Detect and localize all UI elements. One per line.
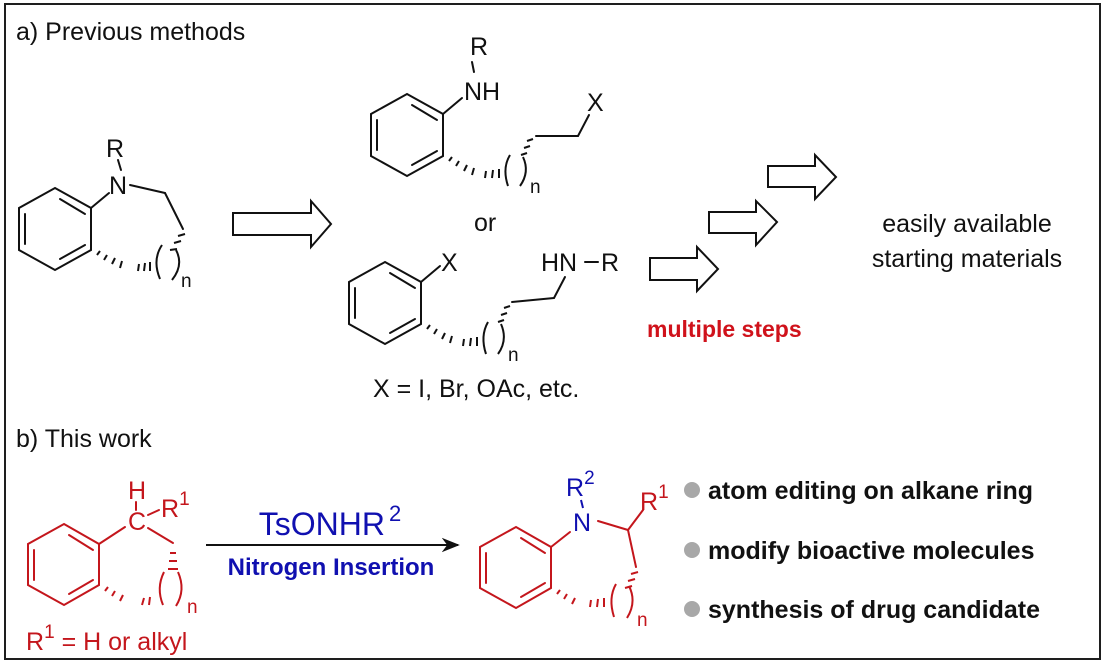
target-molecule: R N n: [18, 135, 192, 292]
retro-arrow: [232, 198, 333, 250]
or-label: or: [474, 209, 496, 237]
target-r-label: R: [106, 135, 124, 163]
step-arrow-3: [767, 152, 838, 202]
product-r2-label: R2: [566, 468, 595, 502]
precursor-2-hn-label: HN: [541, 249, 577, 277]
step-arrow-1: [649, 244, 720, 294]
section-b-label: b) This work: [16, 425, 152, 453]
feature-item-1: atom editing on alkane ring: [708, 477, 1033, 505]
starting-materials-line-2: starting materials: [872, 245, 1062, 273]
feature-item-2: modify bioactive molecules: [708, 537, 1035, 565]
precursor-2-n-subscript: n: [508, 345, 519, 366]
product-n-subscript: n: [637, 610, 648, 631]
step-arrow-2: [708, 198, 779, 248]
precursor-1-n-subscript: n: [530, 177, 541, 198]
target-n-subscript: n: [181, 271, 192, 292]
substrate-n-subscript: n: [187, 597, 198, 618]
target-hashed-bonds: [96, 233, 186, 281]
precursor-1-r-label: R: [470, 33, 488, 61]
condition-label: Nitrogen Insertion: [228, 554, 435, 581]
bullet-icon: [684, 482, 700, 498]
multi-step-arrows: [649, 152, 838, 294]
substrate-molecule: H C R1 n: [27, 477, 198, 618]
precursor-2-x-label: X: [441, 249, 458, 277]
precursor-1-nh-label: NH: [464, 78, 500, 106]
feature-item-3: synthesis of drug candidate: [708, 596, 1040, 624]
product-molecule: R2 N R1 n: [479, 468, 669, 631]
target-n-label: N: [109, 172, 127, 200]
precursor-1-molecule: R NH X n: [370, 33, 604, 198]
precursor-1-x-label: X: [587, 89, 604, 117]
bullet-icon: [684, 542, 700, 558]
substrate-c-label: C: [128, 508, 146, 536]
multiple-steps-label: multiple steps: [647, 316, 802, 342]
r1-definition: R1 = H or alkyl: [26, 622, 187, 656]
bullet-icon: [684, 601, 700, 617]
section-a-label: a) Previous methods: [16, 18, 245, 46]
feature-list: atom editing on alkane ring modify bioac…: [684, 477, 1040, 624]
substrate-h-label: H: [128, 477, 146, 505]
precursor-2-molecule: X HN R n: [348, 249, 619, 366]
scheme-frame: [4, 3, 1101, 660]
starting-materials-line-1: easily available: [882, 210, 1052, 238]
x-definition: X = I, Br, OAc, etc.: [373, 375, 579, 403]
product-r1-label: R1: [640, 482, 669, 516]
precursor-2-r-label: R: [601, 249, 619, 277]
target-benzene-ring: [18, 186, 92, 272]
product-n-label: N: [573, 509, 591, 537]
substrate-r1-label: R1: [161, 489, 190, 523]
